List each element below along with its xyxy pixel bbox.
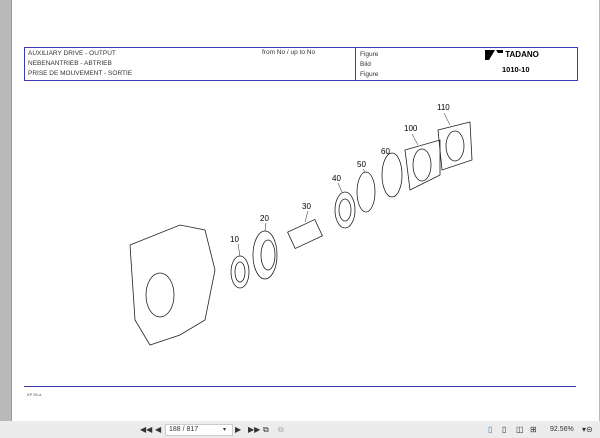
title-de: NEBENANTRIEB - ABTRIEB [28, 60, 112, 67]
figure-number: 1010-10 [502, 65, 530, 74]
callout-40: 40 [332, 174, 341, 183]
paste-icon[interactable]: ⧉ [278, 425, 284, 434]
title-en: AUXILIARY DRIVE - OUTPUT [28, 50, 116, 57]
callout-60: 60 [381, 147, 390, 156]
zoom-level[interactable]: 92.56% [550, 426, 574, 433]
part-60-ring [381, 152, 403, 198]
title-fr: PRISE DE MOUVEMENT - SORTIE [28, 70, 133, 77]
figure-label-en: Figure [360, 51, 379, 58]
footer-code: KP 50-a [27, 392, 42, 397]
exploded-diagram: 10 20 30 40 50 60 100 110 [129, 103, 473, 346]
callout-100: 100 [404, 124, 418, 133]
viewer-toolbar: ◀◀ ◀ 188 / 817 ▾ ▶ ▶▶ ⧉ ⧉ ▯ ▯ ◫ ⊞ 92.56%… [0, 421, 600, 438]
facing-view-icon[interactable]: ◫ [516, 425, 524, 434]
part-40-bearing [334, 191, 356, 229]
footer-line [24, 386, 576, 387]
serial-range: from No / up to No [262, 49, 316, 56]
figure-label-de: Bild [360, 61, 371, 68]
divider [355, 48, 356, 80]
first-page-icon[interactable]: ◀◀ [140, 425, 153, 434]
part-100-gasket [404, 139, 441, 191]
housing [129, 224, 216, 346]
zoom-out-icon[interactable]: ▾⊝ [582, 425, 593, 434]
continuous-facing-icon[interactable]: ⊞ [530, 425, 537, 434]
title-block: AUXILIARY DRIVE - OUTPUT NEBENANTRIEB - A… [24, 47, 578, 81]
tadano-logo: TADANO [485, 50, 539, 60]
part-30-shaft [287, 218, 323, 250]
last-page-icon[interactable]: ▶▶ [248, 425, 261, 434]
title-text: AUXILIARY DRIVE - OUTPUT NEBENANTRIEB - A… [28, 49, 132, 79]
callout-30: 30 [302, 202, 311, 211]
housing-bore [145, 272, 175, 318]
single-page-view-icon[interactable]: ▯ [488, 425, 493, 434]
part-20-gear [252, 230, 278, 280]
part-50-ring [356, 171, 376, 213]
prev-page-icon[interactable]: ◀ [155, 425, 162, 434]
callout-50: 50 [357, 160, 366, 169]
callout-10: 10 [230, 235, 239, 244]
page-number-input[interactable]: 188 / 817 [165, 424, 233, 436]
part-10-bearing [230, 255, 250, 289]
figure-label-fr: Figure [360, 71, 379, 78]
continuous-view-icon[interactable]: ▯ [502, 425, 507, 434]
callout-110: 110 [437, 103, 450, 112]
part-110-cover [437, 121, 473, 171]
page-dropdown-icon[interactable]: ▾ [223, 427, 227, 433]
next-page-icon[interactable]: ▶ [235, 425, 242, 434]
document-page [11, 0, 599, 421]
copy-icon[interactable]: ⧉ [263, 425, 269, 434]
callout-20: 20 [260, 214, 269, 223]
